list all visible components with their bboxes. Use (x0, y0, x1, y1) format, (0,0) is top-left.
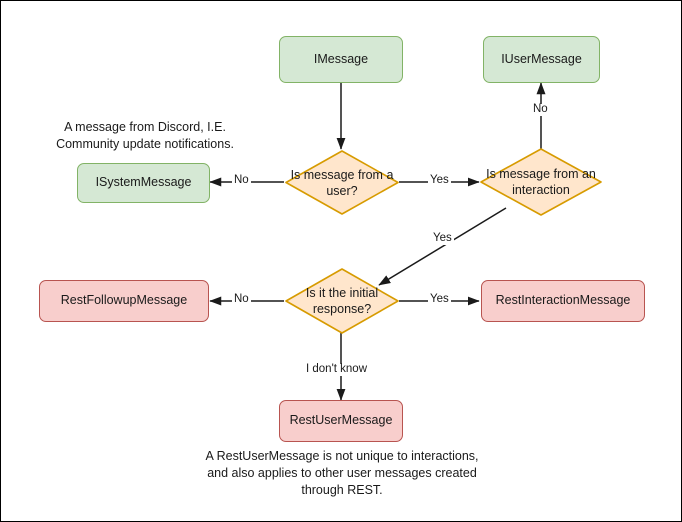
diamond-shape-interaction (480, 148, 602, 216)
decision-is-message-from-interaction[interactable]: Is message from an interaction (479, 147, 603, 217)
decision-is-initial-response[interactable]: Is it the initial response? (284, 267, 400, 335)
node-isystemmessage-label: ISystemMessage (95, 175, 192, 190)
edge-label-initial-no: No (232, 293, 251, 306)
node-isystemmessage[interactable]: ISystemMessage (77, 163, 210, 203)
decision-is-message-from-user[interactable]: Is message from a user? (284, 149, 400, 216)
edge-label-user-no: No (232, 174, 251, 187)
note-rest-user-message: A RestUserMessage is not unique to inter… (205, 449, 479, 497)
node-restinteractionmessage-label: RestInteractionMessage (495, 293, 631, 308)
node-restfollowupmessage[interactable]: RestFollowupMessage (39, 280, 209, 322)
node-restinteractionmessage[interactable]: RestInteractionMessage (481, 280, 645, 322)
node-restfollowupmessage-label: RestFollowupMessage (60, 293, 188, 308)
node-restusermessage-label: RestUserMessage (289, 413, 393, 428)
edge-label-interaction-yes: Yes (431, 232, 454, 245)
edge-label-initial-unknown: I don't know (304, 363, 370, 376)
node-iusermessage[interactable]: IUserMessage (483, 36, 600, 83)
diamond-shape-user (285, 150, 399, 215)
edge-label-interaction-no: No (531, 103, 550, 116)
edge-label-user-yes: Yes (428, 174, 451, 187)
diamond-shape-initial (285, 268, 399, 334)
node-iusermessage-label: IUserMessage (501, 51, 582, 66)
edge-label-initial-yes: Yes (428, 293, 451, 306)
note-system-message: A message from Discord, I.E. Community u… (56, 120, 234, 151)
node-imessage-label: IMessage (313, 51, 369, 66)
node-imessage[interactable]: IMessage (279, 36, 403, 83)
node-restusermessage[interactable]: RestUserMessage (279, 400, 403, 442)
